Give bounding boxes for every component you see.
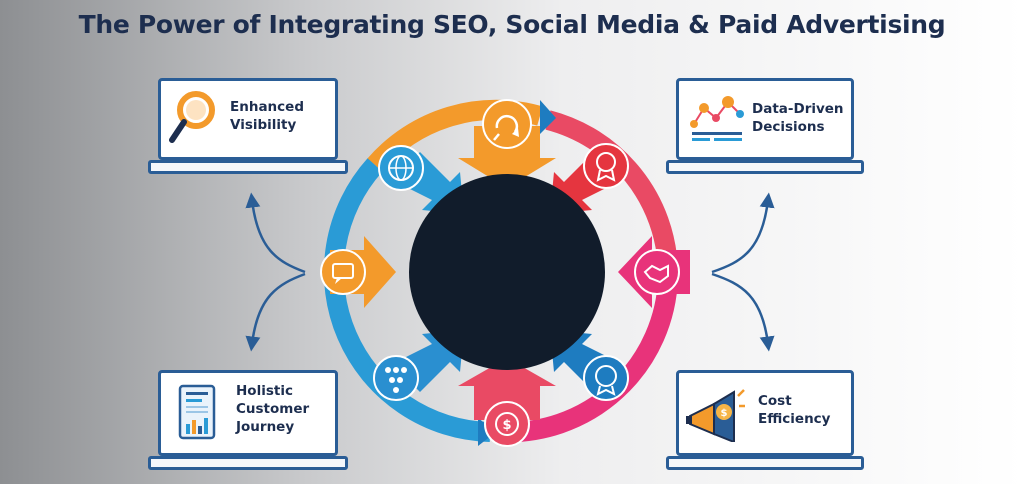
svg-text:$: $: [721, 408, 728, 419]
megaphone-icon: $: [686, 389, 745, 442]
globe-icon: [378, 145, 424, 191]
ring-segment-blue: [323, 158, 491, 442]
svg-text:$: $: [502, 418, 511, 433]
benefit-label: Enhanced Visibility: [230, 99, 304, 133]
left-connector-arrows: [245, 192, 306, 352]
refresh-cycle-icon: [482, 99, 532, 149]
benefit-label: Data-Driven Decisions: [752, 101, 844, 135]
handshake-icon: [634, 249, 680, 295]
trophy-medal-icon: [583, 143, 629, 189]
laptop-enhanced-visibility: Enhanced Visibility: [148, 78, 348, 174]
badge-icon: [583, 355, 629, 401]
page-title: The Power of Integrating SEO, Social Med…: [78, 10, 946, 39]
laptop-cost-efficiency: $ Cost Efficiency: [666, 370, 864, 470]
laptop-base: [666, 456, 864, 470]
arrow-bottom: [458, 358, 556, 420]
arrow-top: [458, 126, 556, 188]
laptop-base: [148, 456, 348, 470]
ring-segment-red: [545, 110, 678, 271]
laptop-holistic-customer-journey: Holistic Customer Journey: [148, 370, 348, 470]
benefit-label: Cost Efficiency: [758, 393, 831, 427]
laptop-screen: [676, 78, 854, 160]
right-connector-arrows: [711, 192, 775, 352]
laptop-base: [148, 160, 348, 174]
data-chart-icon: [690, 96, 744, 141]
benefit-label: Holistic Customer Journey: [236, 383, 310, 435]
cycle-nodes: $: [320, 99, 680, 447]
laptop-base: [666, 160, 864, 174]
feedback-icon: [320, 249, 366, 295]
center-circle: [409, 174, 605, 370]
magnifier-icon: [169, 91, 215, 143]
laptop-data-driven-decisions: Data-Driven Decisions: [666, 78, 864, 174]
network-icon: [373, 355, 419, 401]
ring-arrowhead-top: [540, 100, 556, 134]
report-document-icon: [178, 384, 216, 440]
dollar-cycle-icon: $: [484, 401, 530, 447]
